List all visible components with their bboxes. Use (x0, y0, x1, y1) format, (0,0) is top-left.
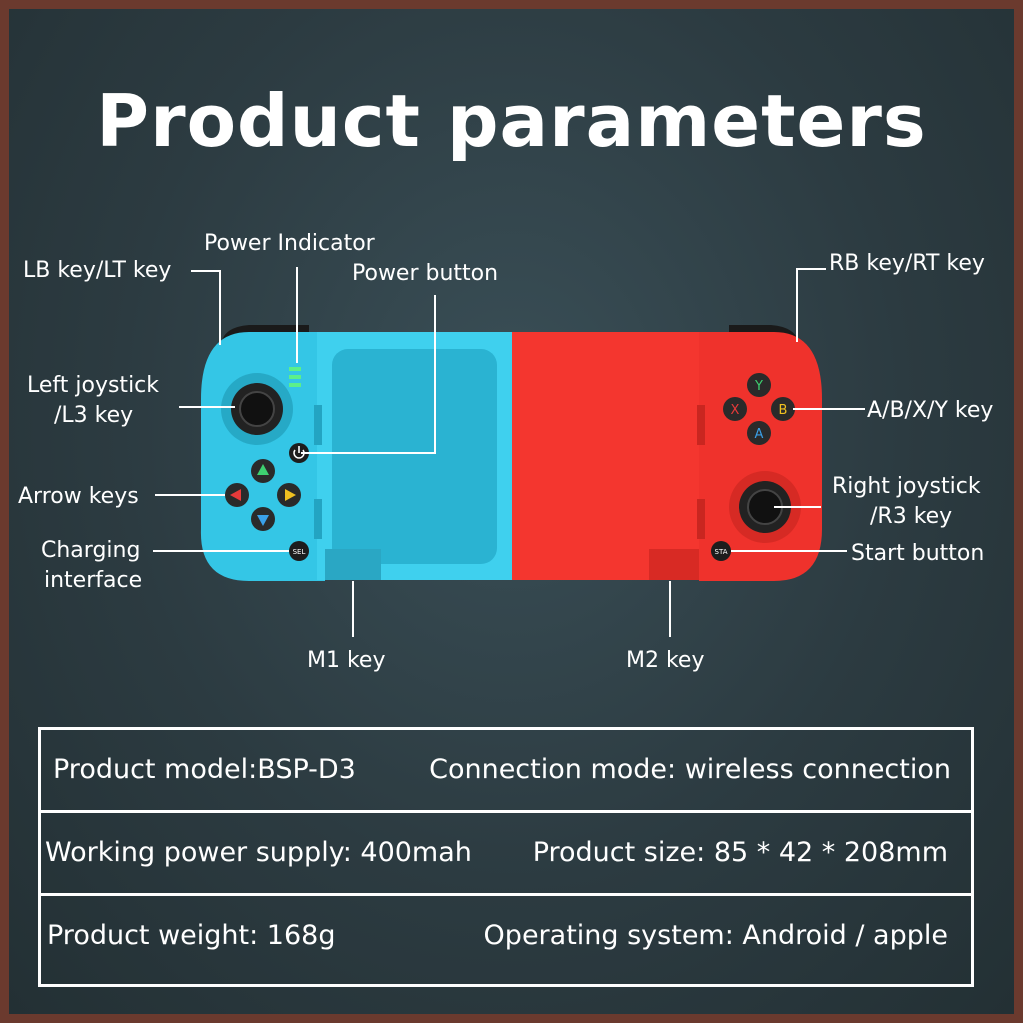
label-left-joystick-l3: /L3 key (54, 403, 134, 428)
svg-text:B: B (779, 403, 788, 418)
select-button-label: SEL (293, 548, 306, 556)
table-row: Product weight: 168g Operating system: A… (41, 896, 971, 976)
a-button[interactable] (747, 421, 771, 445)
table-row: Working power supply: 400mah Product siz… (41, 813, 971, 896)
y-button[interactable] (747, 373, 771, 397)
spec-weight: Product weight: 168g (47, 920, 336, 951)
label-start-button: Start button (851, 541, 985, 566)
svg-text:Y: Y (754, 379, 763, 394)
start-button[interactable] (711, 541, 731, 561)
label-m1-key: M1 key (307, 648, 386, 673)
spec-model: Product model:BSP-D3 (53, 754, 356, 785)
product-sheet: Product parameters (9, 9, 1014, 1014)
label-right-joystick-r3: /R3 key (870, 504, 953, 529)
spec-power-supply: Working power supply: 400mah (45, 837, 472, 868)
spec-os: Operating system: Android / apple (483, 920, 948, 951)
b-button[interactable] (771, 397, 795, 421)
table-row: Product model:BSP-D3 Connection mode: wi… (41, 730, 971, 813)
label-m2-key: M2 key (626, 648, 705, 673)
select-button[interactable] (289, 541, 309, 561)
spec-connection: Connection mode: wireless connection (429, 754, 951, 785)
arrow-down-icon (257, 515, 269, 526)
start-button-label: STA (715, 548, 728, 556)
left-panel-recess (332, 349, 497, 564)
label-left-joystick: Left joystick (27, 373, 160, 398)
label-power-button: Power button (352, 261, 499, 286)
arrow-up-icon (257, 464, 269, 475)
arrow-left-icon (230, 489, 241, 501)
label-abxy-key: A/B/X/Y key (867, 398, 994, 423)
spec-size: Product size: 85 * 42 * 208mm (532, 837, 948, 868)
power-led-3 (289, 383, 301, 387)
right-panel (512, 332, 707, 580)
label-right-joystick: Right joystick (832, 474, 981, 499)
m1-slot (325, 549, 381, 580)
gamepad-illustration: SEL Y X B A STA (200, 325, 822, 581)
label-power-indicator: Power Indicator (204, 231, 375, 256)
svg-text:X: X (731, 403, 740, 418)
label-lb-lt-key: LB key/LT key (23, 258, 172, 283)
label-rb-rt-key: RB key/RT key (829, 251, 985, 276)
m2-slot (649, 549, 707, 580)
spec-table: Product model:BSP-D3 Connection mode: wi… (38, 727, 974, 987)
svg-text:A: A (755, 427, 764, 442)
power-led-1 (289, 367, 301, 371)
label-charging-interface: Charging (41, 538, 141, 563)
page-title: Product parameters (96, 79, 927, 163)
label-arrow-keys: Arrow keys (18, 484, 139, 509)
x-button[interactable] (723, 397, 747, 421)
label-charging-interface-2: interface (44, 568, 143, 593)
arrow-right-icon (285, 489, 296, 501)
power-led-2 (289, 375, 301, 379)
